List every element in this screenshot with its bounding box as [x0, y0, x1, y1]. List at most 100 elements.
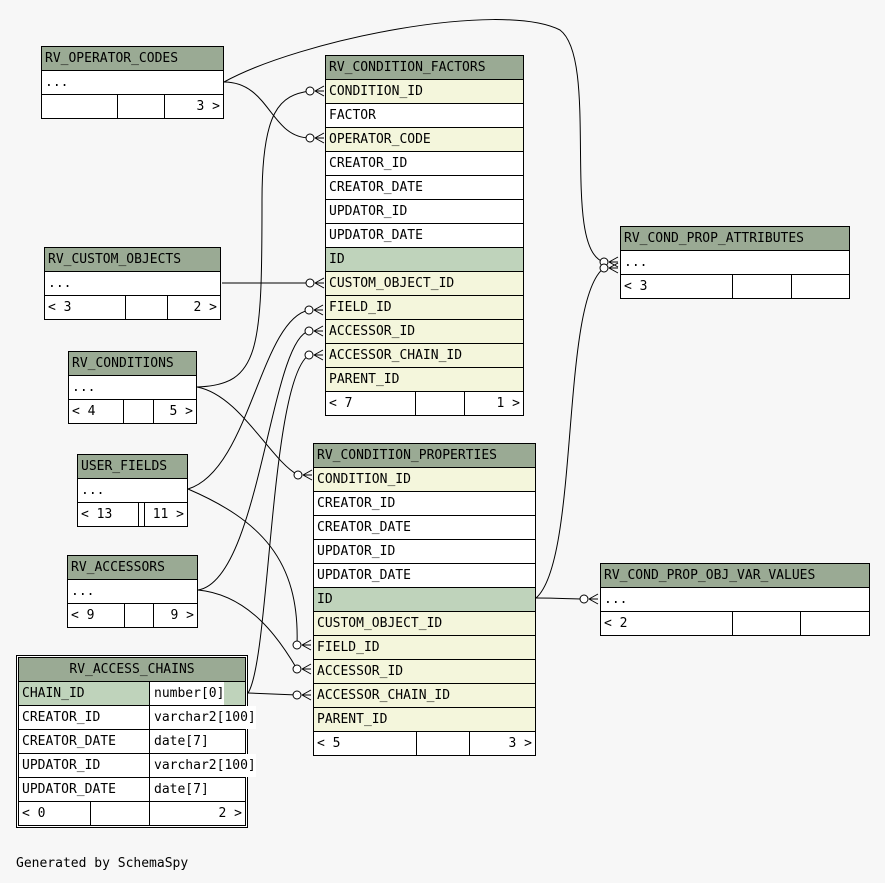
table-rv-accessors[interactable]: RV_ACCESSORS ... < 9 9 >: [67, 555, 198, 628]
parent-count: < 3: [48, 300, 72, 315]
child-count: 2 >: [218, 806, 242, 821]
many-crowfoot-marker: [313, 349, 324, 361]
table-column: PARENT_ID: [314, 708, 535, 732]
table-footer: < 2: [601, 612, 869, 635]
table-footer: < 9 9 >: [68, 604, 197, 627]
optional-marker: [305, 86, 315, 96]
table-column: CREATOR_ID: [314, 492, 535, 516]
table-column: ACCESSOR_CHAIN_ID: [314, 684, 535, 708]
many-crowfoot-marker: [301, 639, 312, 651]
table-column: UPDATOR_ID: [314, 540, 535, 564]
table-header: RV_ACCESSORS: [68, 556, 197, 580]
table-column: ACCESSOR_ID: [326, 320, 523, 344]
relationship-edge: [196, 386, 299, 476]
parent-count: < 3: [624, 279, 648, 294]
relationship-edge: [535, 597, 585, 600]
relationship-edge: [197, 589, 298, 670]
table-column: CHAIN_ID number[0]: [19, 682, 245, 706]
column-type: date[7]: [149, 730, 209, 753]
parent-count: < 2: [604, 616, 628, 631]
table-column: ID: [314, 588, 535, 612]
column-type: varchar2[100]: [149, 706, 256, 729]
generated-by-caption: Generated by SchemaSpy: [16, 856, 189, 871]
child-count: 3 >: [196, 99, 220, 114]
table-rv-condition-factors[interactable]: RV_CONDITION_FACTORS CONDITION_ID FACTOR…: [325, 55, 524, 416]
child-count: [846, 275, 849, 298]
column-name: UPDATOR_DATE: [22, 782, 116, 797]
table-footer: < 7 1 >: [326, 392, 523, 415]
child-count: 5 >: [169, 404, 193, 419]
table-column: ...: [69, 376, 196, 400]
table-header: RV_COND_PROP_ATTRIBUTES: [621, 227, 849, 251]
table-column: FACTOR: [326, 104, 523, 128]
optional-marker: [305, 278, 315, 288]
many-crowfoot-marker: [608, 256, 619, 268]
relationship-edge: [187, 488, 298, 646]
table-column: ACCESSOR_CHAIN_ID: [326, 344, 523, 368]
table-header: USER_FIELDS: [78, 455, 187, 479]
many-crowfoot-marker: [314, 277, 325, 289]
many-crowfoot-marker: [608, 262, 619, 274]
table-column: UPDATOR_DATE: [314, 564, 535, 588]
optional-marker: [599, 263, 609, 273]
parent-count: < 7: [329, 396, 353, 411]
column-name: CHAIN_ID: [22, 686, 85, 701]
relationship-edge: [196, 90, 311, 388]
table-column: ...: [45, 272, 220, 296]
table-footer: < 0 2 >: [19, 802, 245, 825]
table-footer: < 3 2 >: [45, 296, 220, 319]
many-crowfoot-marker: [302, 469, 313, 481]
table-column: ACCESSOR_ID: [314, 660, 535, 684]
parent-count: < 5: [317, 736, 341, 751]
parent-count: < 4: [72, 404, 96, 419]
table-rv-custom-objects[interactable]: RV_CUSTOM_OBJECTS ... < 3 2 >: [44, 247, 221, 320]
table-column: CONDITION_ID: [314, 468, 535, 492]
relationship-edge: [187, 309, 310, 490]
many-crowfoot-marker: [314, 132, 325, 144]
column-type: number[0]: [149, 682, 225, 705]
table-column: FIELD_ID: [326, 296, 523, 320]
table-column: UPDATOR_DATE date[7]: [19, 778, 245, 802]
child-count: 11 >: [152, 507, 184, 522]
parent-count: < 9: [71, 608, 95, 623]
column-name: CREATOR_ID: [22, 710, 101, 725]
optional-marker: [292, 664, 302, 674]
table-column: OPERATOR_CODE: [326, 128, 523, 152]
relationship-edge: [247, 354, 310, 694]
table-rv-access-chains[interactable]: RV_ACCESS_CHAINS CHAIN_ID number[0] CREA…: [16, 655, 256, 828]
column-type: varchar2[100]: [149, 754, 256, 777]
table-column: CREATOR_ID: [326, 152, 523, 176]
table-rv-cond-prop-attributes[interactable]: RV_COND_PROP_ATTRIBUTES ... < 3: [620, 226, 850, 299]
table-rv-cond-prop-obj-var-values[interactable]: RV_COND_PROP_OBJ_VAR_VALUES ... < 2: [600, 563, 870, 636]
optional-marker: [305, 133, 315, 143]
relationship-edge: [197, 330, 310, 591]
optional-marker: [293, 470, 303, 480]
table-column: ...: [68, 580, 197, 604]
table-column: CREATOR_DATE date[7]: [19, 730, 245, 754]
table-user-fields[interactable]: USER_FIELDS ... < 13 11 >: [77, 454, 188, 527]
many-crowfoot-marker: [588, 593, 599, 605]
table-column: CUSTOM_OBJECT_ID: [326, 272, 523, 296]
table-footer: < 4 5 >: [69, 400, 196, 423]
table-header: RV_CUSTOM_OBJECTS: [45, 248, 220, 272]
table-rv-operator-codes[interactable]: RV_OPERATOR_CODES ... 3 >: [41, 46, 224, 119]
relationship-edge: [535, 267, 605, 599]
table-rv-conditions[interactable]: RV_CONDITIONS ... < 4 5 >: [68, 351, 197, 424]
table-column: UPDATOR_DATE: [326, 224, 523, 248]
optional-marker: [292, 640, 302, 650]
table-header: RV_CONDITION_PROPERTIES: [314, 444, 535, 468]
column-name: UPDATOR_ID: [22, 758, 101, 773]
table-column: ID: [326, 248, 523, 272]
table-column: CUSTOM_OBJECT_ID: [314, 612, 535, 636]
table-header: RV_COND_PROP_OBJ_VAR_VALUES: [601, 564, 869, 588]
table-column: CREATOR_DATE: [326, 176, 523, 200]
table-footer: < 5 3 >: [314, 732, 535, 755]
many-crowfoot-marker: [314, 85, 325, 97]
many-crowfoot-marker: [313, 304, 324, 316]
table-footer: < 13 11 >: [78, 503, 187, 526]
table-column: UPDATOR_ID varchar2[100]: [19, 754, 256, 778]
optional-marker: [304, 305, 314, 315]
table-rv-condition-properties[interactable]: RV_CONDITION_PROPERTIES CONDITION_ID CRE…: [313, 443, 536, 756]
optional-marker: [304, 350, 314, 360]
